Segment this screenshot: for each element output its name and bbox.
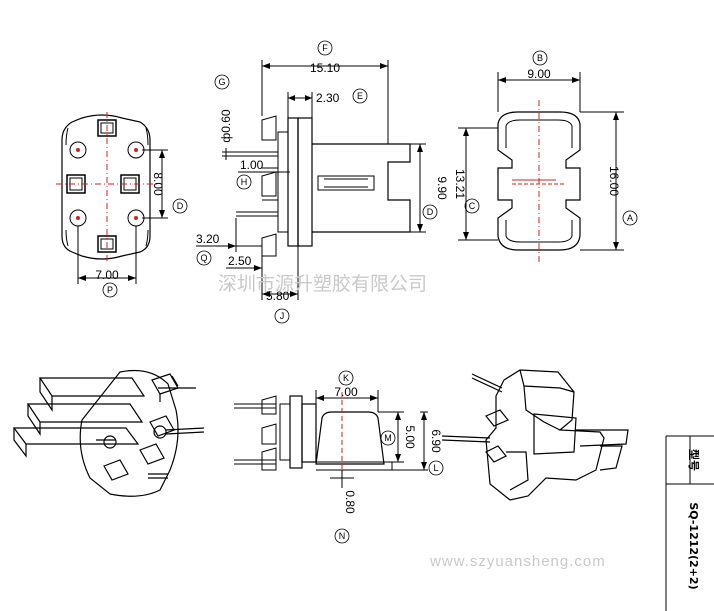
dim-iso-width: 7.00 (334, 385, 358, 399)
callout-d-bottom: D (177, 201, 184, 211)
dim-iso-height: 6.90 (429, 429, 443, 453)
callout-f: F (322, 43, 328, 53)
iso-view-right (441, 369, 629, 501)
bottom-view (56, 112, 168, 284)
dim-flange-thick: 2.30 (316, 91, 340, 105)
title-model-label: 型号 (687, 449, 701, 471)
dim-height-side: 9.90 (435, 176, 449, 200)
callout-a: A (627, 213, 633, 223)
dim-width-right: 9.00 (527, 67, 551, 81)
dim-inner-height: 13.21 (453, 169, 467, 199)
callout-g: G (218, 77, 225, 87)
callout-k: K (343, 373, 349, 383)
callout-p: P (107, 285, 113, 295)
callout-b: B (537, 53, 543, 63)
callout-l: L (433, 463, 438, 473)
callout-m: M (384, 433, 392, 443)
end-view (458, 72, 624, 262)
callout-circles (102, 40, 638, 544)
iso-view-left (12, 369, 205, 497)
callout-d-side: D (427, 207, 434, 217)
dim-pin-out2: 2.50 (228, 254, 252, 268)
callout-c: C (469, 201, 476, 211)
dim-pin-pitch-h: 7.00 (95, 268, 119, 282)
callout-e: E (357, 91, 363, 101)
title-model-value: SQ-1212(2+2) (687, 502, 700, 589)
dim-height-right: 16.00 (607, 166, 621, 196)
side-view (196, 60, 426, 300)
dim-pin-out: 3.20 (196, 232, 220, 246)
dim-iso-height-inner: 5.00 (403, 425, 417, 449)
dim-pin-step: 1.00 (240, 158, 264, 172)
arrowheads (78, 63, 619, 470)
callout-n: N (339, 531, 346, 541)
dim-pin-pitch-v: 8.00 (151, 172, 165, 196)
pin-dots (76, 148, 138, 220)
front-view (234, 390, 428, 488)
callout-j: J (280, 311, 285, 321)
dim-iso-bottom: 0.80 (343, 490, 357, 514)
dim-pin-dia: ф0.60 (219, 109, 233, 143)
watermark-url: www.szyuansheng.com (429, 553, 606, 570)
dim-width-overall: 15.10 (310, 61, 340, 75)
callout-h: H (241, 177, 248, 187)
callout-q: Q (200, 253, 207, 263)
dim-pin-base: 5.80 (266, 289, 290, 303)
title-block-frame (665, 435, 714, 611)
watermark-company: 深圳市源升塑胶有限公司 (218, 273, 427, 295)
